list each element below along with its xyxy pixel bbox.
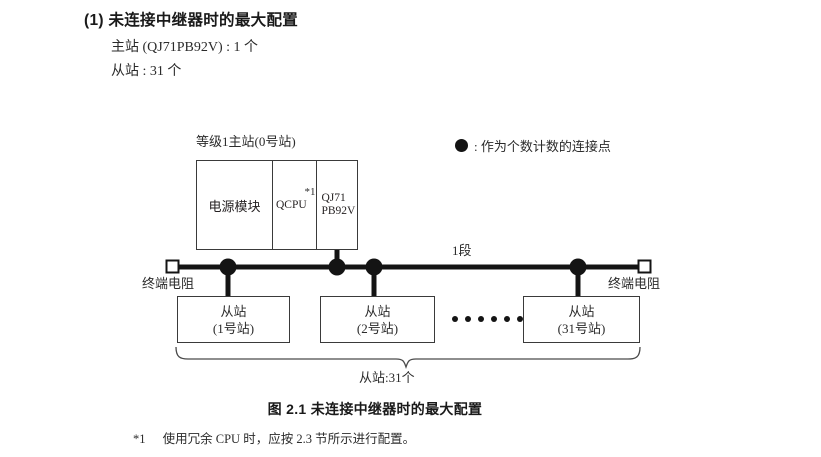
slave-station-number: (1号站) — [212, 320, 255, 336]
section-number: (1) — [84, 12, 104, 29]
terminator-right-label: 终端电阻 — [608, 276, 661, 291]
ellipsis-dot — [478, 316, 484, 322]
slave-station-box: 从站 (1号站) — [177, 296, 290, 343]
terminator-right-box — [637, 259, 652, 274]
slave-station-box: 从站 (2号站) — [320, 296, 435, 343]
ellipsis-dot — [465, 316, 471, 322]
slave-station-title: 从站 — [568, 303, 595, 319]
connection-point-dot — [365, 258, 383, 276]
page-title: (1) 未连接中继器时的最大配置 — [84, 8, 704, 30]
footnote-marker: *1 — [133, 432, 146, 446]
terminator-left-box — [165, 259, 180, 274]
slave-station-number: (2号站) — [356, 320, 399, 336]
slave-station-title: 从站 — [220, 303, 247, 319]
segment-label: 1段 — [452, 243, 472, 258]
qcpu-module-label: QCPU — [276, 199, 307, 211]
slave-station-number: (31号站) — [557, 320, 606, 336]
ellipsis-dot — [491, 316, 497, 322]
legend-label: : 作为个数计数的连接点 — [474, 139, 611, 154]
footnote-text: 使用冗余 CPU 时，应按 2.3 节所示进行配置。 — [162, 432, 416, 446]
connection-point-dot — [328, 258, 346, 276]
legend: : 作为个数计数的连接点 — [455, 136, 611, 155]
rack-title-label: 等级1主站(0号站) — [196, 134, 296, 149]
terminator-left-label: 终端电阻 — [142, 276, 195, 291]
footnote-marker-icon: *1 — [304, 186, 316, 198]
filled-circle-icon — [455, 139, 468, 152]
connection-point-dot — [569, 258, 587, 276]
heading-block: (1) 未连接中继器时的最大配置 主站 (QJ71PB92V) : 1 个 从站… — [84, 8, 704, 83]
section-title: 未连接中继器时的最大配置 — [108, 12, 299, 29]
power-supply-module-label: 电源模块 — [208, 198, 261, 214]
slave-span-bracket — [175, 346, 641, 370]
qcpu-module: QCPU *1 — [273, 161, 318, 249]
ellipsis-dot — [517, 316, 523, 322]
slave-station-count: 从站 : 31 个 — [111, 64, 182, 79]
ellipsis-dot — [504, 316, 510, 322]
slave-station-title: 从站 — [364, 303, 391, 319]
ellipsis-dot — [452, 316, 458, 322]
power-supply-module: 电源模块 — [197, 161, 273, 249]
master-station-count: 主站 (QJ71PB92V) : 1 个 — [111, 40, 259, 55]
slave-station-box: 从站 (31号站) — [523, 296, 640, 343]
slave-span-label: 从站:31个 — [359, 370, 415, 385]
figure-caption: 图 2.1 未连接中继器时的最大配置 — [267, 401, 483, 417]
connection-point-dot — [219, 258, 237, 276]
footnote: *1 使用冗余 CPU 时，应按 2.3 节所示进行配置。 — [133, 428, 415, 447]
ellipsis-icon — [452, 316, 523, 322]
